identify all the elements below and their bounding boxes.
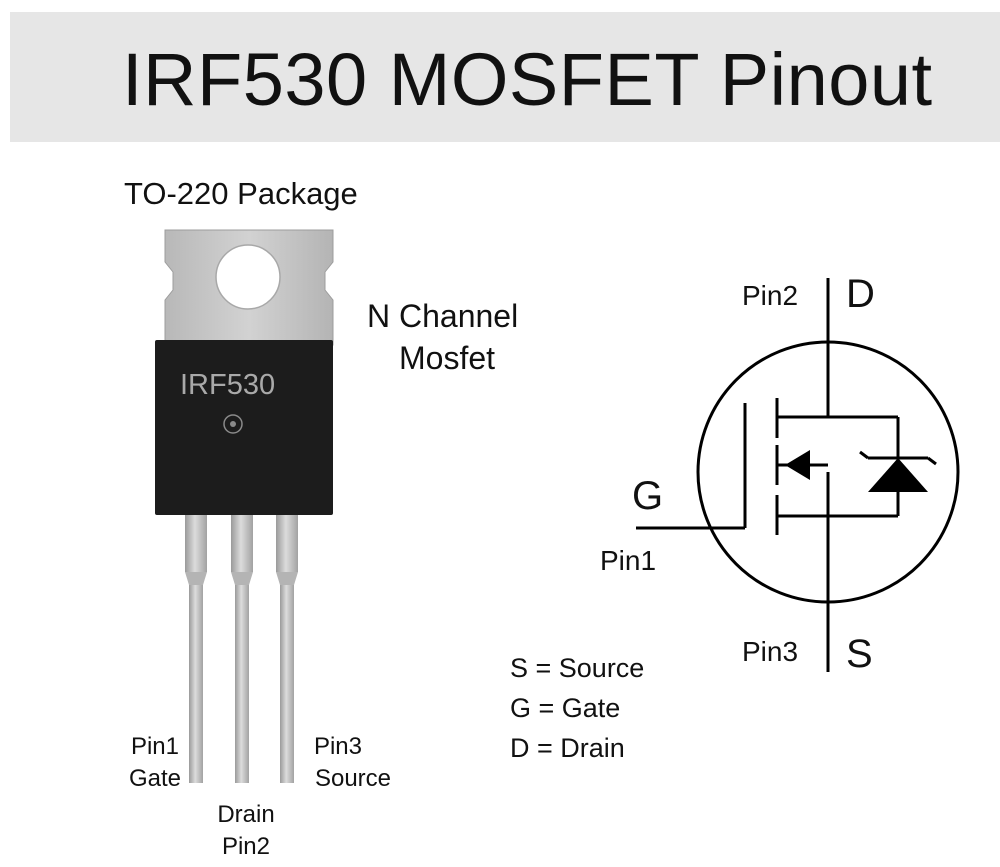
body-diode-arrow-icon [785,450,810,480]
symbol-gate-letter: G [632,474,664,518]
pin3-function: Source [314,765,392,792]
lead-pin3 [276,512,298,783]
channel-label-line1: N Channel [367,298,519,334]
pin1-name: Pin1 [130,733,180,760]
symbol-source-letter: S [846,632,873,676]
legend-drain: D = Drain [510,733,625,763]
diode-triangle-icon [868,458,928,492]
pin1-function: Gate [128,765,182,792]
pin2-function: Drain [217,801,275,828]
chip-marking: IRF530 [180,369,275,401]
symbol-pin2-label: Pin2 [742,280,799,311]
package-label: TO-220 Package [124,176,358,211]
symbol-pin3-label: Pin3 [742,636,799,667]
lead-pin1 [185,512,207,783]
page-title: IRF530 MOSFET Pinout [122,38,933,121]
channel-label-line2: Mosfet [399,340,496,376]
mosfet-symbol [636,278,960,672]
pin3-name: Pin3 [313,733,363,760]
lead-pin2 [231,512,253,783]
package-body [155,340,333,515]
symbol-drain-letter: D [846,272,875,316]
legend-gate: G = Gate [510,693,621,723]
symbol-pin1-label: Pin1 [600,545,657,576]
legend-source: S = Source [510,653,645,683]
pin2-name: Pin2 [221,833,271,860]
title-banner [10,12,1000,142]
manufacturer-logo-icon [223,414,243,434]
mounting-hole [215,244,281,310]
